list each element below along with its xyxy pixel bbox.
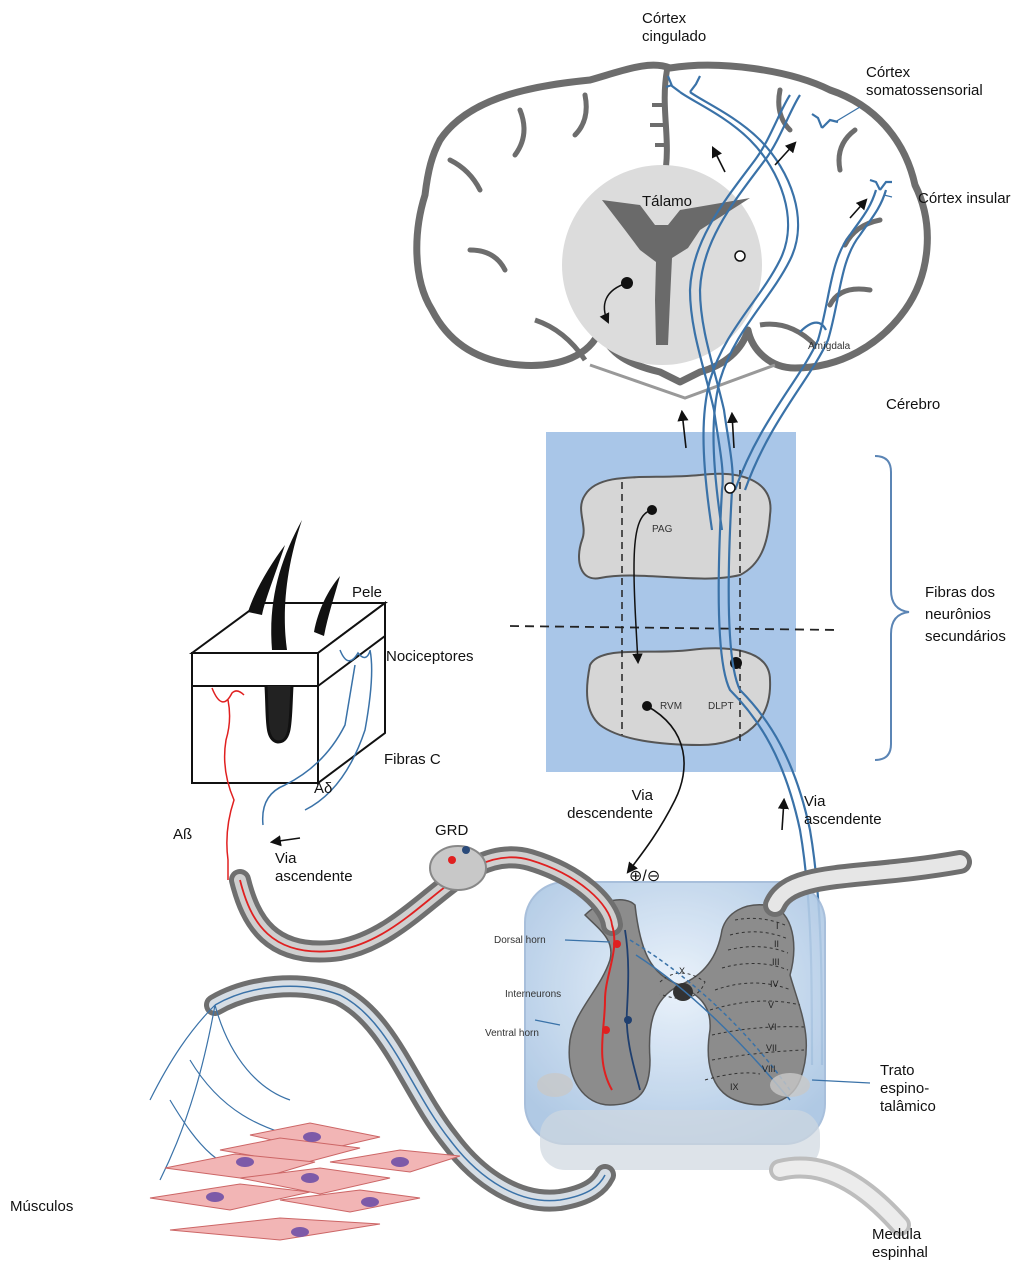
label-musculos: Músculos [10,1198,73,1216]
medulla-section [587,648,770,745]
label-lamina-ii: II [774,939,779,949]
label-plus-minus: ⊕/⊖ [629,868,660,886]
label-ventral-horn: Ventral horn [485,1028,539,1040]
drg-ganglion [430,846,486,890]
label-a-delta: Aδ [314,780,332,798]
label-lamina-vii: VII [766,1043,777,1053]
label-lamina-v: V [768,1000,774,1010]
label-cerebro: Cérebro [886,396,940,414]
label-lamina-ix: IX [730,1082,739,1092]
label-lamina-viii: VIII [762,1064,776,1074]
label-pele: Pele [352,584,382,602]
label-dlpt: DLPT [708,701,734,713]
muscle-cells [150,1123,460,1240]
brain-section [417,65,928,398]
label-nociceptores: Nociceptores [386,648,474,666]
label-lamina-iii: III [772,957,780,967]
label-pag: PAG [652,524,672,536]
label-talamo: Tálamo [642,193,692,211]
label-interneurons: Interneurons [505,989,561,1001]
label-cortex-insular: Córtex insular [918,190,1011,208]
brainstem-panel [510,432,840,772]
skin-block [192,520,385,783]
midbrain-section [579,474,770,579]
label-dorsal-horn: Dorsal horn [494,935,546,947]
label-grd: GRD [435,822,468,840]
label-lamina-i: I [776,921,779,931]
label-amigdala: Amígdala [808,341,850,353]
label-lamina-x: X [679,966,685,976]
label-lamina-iv: IV [770,979,779,989]
brace [875,456,909,760]
label-lamina-vi: VI [768,1022,777,1032]
label-rvm: RVM [660,701,682,713]
label-fibras-c: Fibras C [384,751,441,769]
label-a-beta: Aß [173,826,192,844]
